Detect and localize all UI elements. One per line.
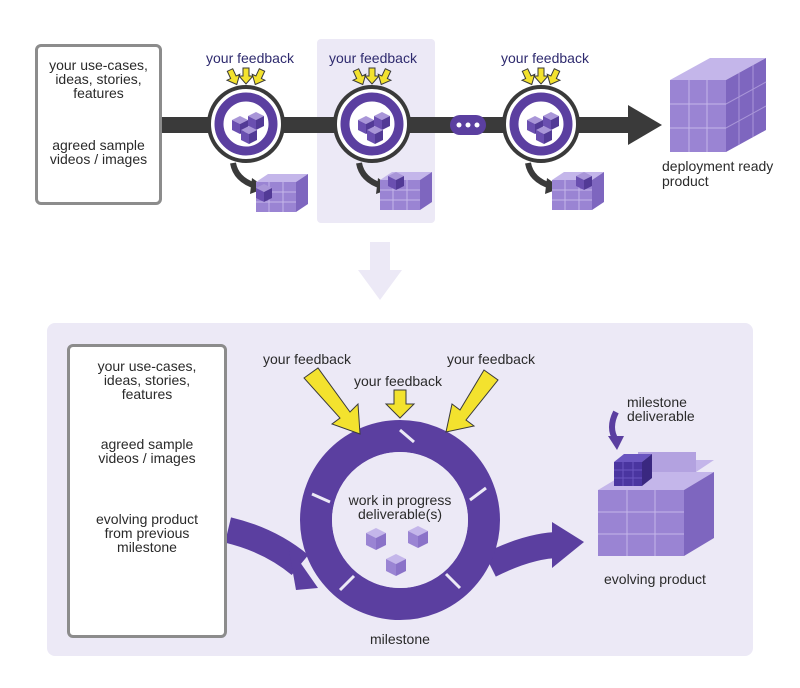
iteration-3 bbox=[502, 66, 580, 194]
deployment-label-line1: deployment ready bbox=[662, 158, 774, 174]
transition-arrow bbox=[358, 242, 402, 300]
top-inputs-line1: your use-cases, bbox=[49, 57, 148, 73]
top-media-line2: videos / images bbox=[49, 151, 148, 167]
stack-3 bbox=[551, 171, 605, 211]
timeline-arrowhead bbox=[628, 105, 662, 145]
cycle-label-line2: deliverable(s) bbox=[357, 506, 443, 522]
bottom-media-line1: agreed sample bbox=[100, 436, 194, 452]
stack-1 bbox=[255, 173, 309, 213]
bottom-inputs-line1: your use-cases, bbox=[97, 358, 197, 374]
bottom-inputs-box: your use-cases, ideas, stories, features… bbox=[67, 344, 227, 638]
top-inputs-line2: ideas, stories, bbox=[55, 71, 142, 87]
feedback-label-2: your feedback bbox=[329, 50, 417, 66]
bottom-feedback-left: your feedback bbox=[263, 351, 351, 367]
evolving-product-cube bbox=[598, 452, 714, 556]
bottom-feedback-right: your feedback bbox=[447, 351, 535, 367]
top-inputs-line3: features bbox=[73, 85, 124, 101]
bottom-evolving-line3: milestone bbox=[117, 539, 177, 555]
top-inputs-box: your use-cases, ideas, stories, features… bbox=[35, 44, 162, 205]
feedback-label-1: your feedback bbox=[206, 50, 294, 66]
stack-2 bbox=[379, 171, 433, 211]
bottom-inputs-line2: ideas, stories, bbox=[103, 372, 191, 388]
evolving-product-label: evolving product bbox=[604, 571, 706, 587]
deployment-cube bbox=[670, 58, 767, 152]
deliverable-label-line2: deliverable bbox=[627, 408, 695, 424]
deployment-label-line2: product bbox=[662, 173, 709, 189]
cycle-label-line1: work in progress bbox=[348, 492, 452, 508]
cycle-ring bbox=[300, 420, 500, 620]
feedback-label-3: your feedback bbox=[501, 50, 589, 66]
bottom-media-line2: videos / images bbox=[98, 450, 196, 466]
iteration-1 bbox=[207, 66, 285, 194]
feedback-arrows-bottom bbox=[303, 367, 499, 435]
bottom-inputs-line3: features bbox=[121, 386, 173, 402]
bottom-feedback-center: your feedback bbox=[354, 373, 442, 389]
top-media-line1: agreed sample bbox=[52, 137, 145, 153]
deliverable-label-line1: milestone bbox=[627, 394, 687, 410]
milestone-label: milestone bbox=[370, 631, 430, 647]
bottom-evolving-line1: evolving product bbox=[96, 511, 198, 527]
bottom-evolving-line2: from previous bbox=[104, 525, 190, 541]
